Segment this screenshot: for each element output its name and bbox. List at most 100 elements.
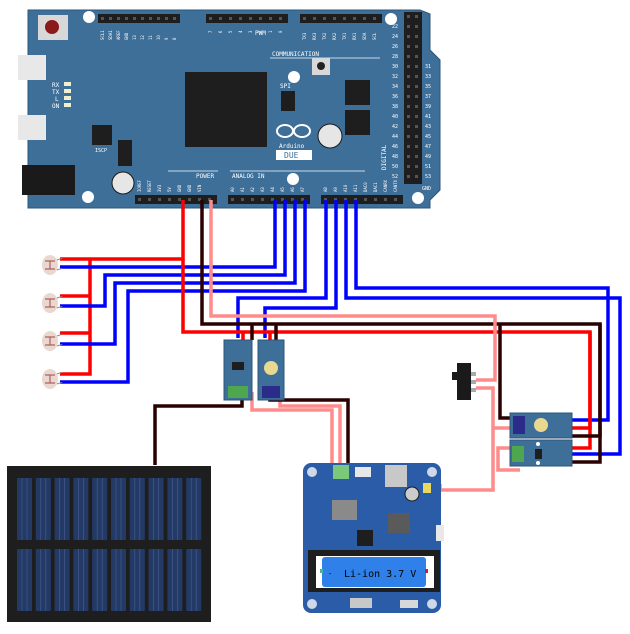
header-pin[interactable]: [125, 17, 128, 20]
header-pin[interactable]: [141, 17, 144, 20]
header-pin[interactable]: [407, 65, 410, 68]
header-pin[interactable]: [149, 17, 152, 20]
solar-cell: [35, 549, 51, 611]
header-pin[interactable]: [407, 85, 410, 88]
header-pin[interactable]: [117, 17, 120, 20]
header-pin[interactable]: [415, 15, 418, 18]
header-pin[interactable]: [415, 125, 418, 128]
header-pin[interactable]: [407, 55, 410, 58]
header-pin[interactable]: [415, 55, 418, 58]
header-pin[interactable]: [374, 198, 377, 201]
header-pin[interactable]: [364, 198, 367, 201]
header-pin[interactable]: [251, 198, 254, 201]
iscp-chip: [92, 125, 112, 145]
header-pin[interactable]: [407, 115, 410, 118]
header-pin[interactable]: [344, 198, 347, 201]
header-pin[interactable]: [109, 17, 112, 20]
pin-label: A8: [323, 187, 328, 192]
header-pin[interactable]: [279, 17, 282, 20]
header-pin[interactable]: [231, 198, 234, 201]
header-pin[interactable]: [291, 198, 294, 201]
header-pin[interactable]: [415, 145, 418, 148]
pin-label: A6: [290, 187, 295, 192]
pin-label: 33: [425, 74, 431, 80]
header-pin[interactable]: [415, 105, 418, 108]
header-pin[interactable]: [101, 17, 104, 20]
header-pin[interactable]: [415, 135, 418, 138]
header-pin[interactable]: [271, 198, 274, 201]
battery-switch[interactable]: [400, 600, 418, 608]
header-pin[interactable]: [407, 165, 410, 168]
header-pin[interactable]: [178, 198, 181, 201]
pin-label: CANTX: [393, 179, 398, 192]
header-pin[interactable]: [415, 75, 418, 78]
header-pin[interactable]: [407, 75, 410, 78]
header-pin[interactable]: [324, 198, 327, 201]
header-pin[interactable]: [249, 17, 252, 20]
header-pin[interactable]: [415, 115, 418, 118]
header-pin[interactable]: [415, 95, 418, 98]
header-pin[interactable]: [407, 125, 410, 128]
header-pin[interactable]: [229, 17, 232, 20]
pin-label: A7: [300, 187, 305, 192]
header-pin[interactable]: [334, 198, 337, 201]
header-pin[interactable]: [313, 17, 316, 20]
header-pin[interactable]: [415, 165, 418, 168]
header-pin[interactable]: [407, 15, 410, 18]
header-pin[interactable]: [261, 198, 264, 201]
header-pin[interactable]: [407, 25, 410, 28]
header-pin[interactable]: [165, 17, 168, 20]
header-pin[interactable]: [353, 17, 356, 20]
header-pin[interactable]: [384, 198, 387, 201]
slide-switch[interactable]: [452, 363, 476, 400]
solar-cell: [129, 549, 145, 611]
usb-port-native: [18, 55, 46, 80]
pin-label: 5V: [167, 187, 172, 192]
header-pin[interactable]: [407, 135, 410, 138]
header-pin[interactable]: [354, 198, 357, 201]
header-pin[interactable]: [241, 198, 244, 201]
header-pin[interactable]: [148, 198, 151, 201]
header-pin[interactable]: [269, 17, 272, 20]
potentiometer[interactable]: [534, 418, 548, 432]
header-pin[interactable]: [281, 198, 284, 201]
header-pin[interactable]: [173, 17, 176, 20]
header-pin[interactable]: [415, 45, 418, 48]
header-pin[interactable]: [323, 17, 326, 20]
header-pin[interactable]: [407, 45, 410, 48]
solar-cell: [186, 478, 202, 540]
header-pin[interactable]: [168, 198, 171, 201]
header-pin[interactable]: [208, 198, 211, 201]
header-pin[interactable]: [138, 198, 141, 201]
potentiometer[interactable]: [264, 361, 278, 375]
header-pin[interactable]: [415, 35, 418, 38]
header-pin[interactable]: [219, 17, 222, 20]
header-pin[interactable]: [259, 17, 262, 20]
header-pin[interactable]: [415, 25, 418, 28]
header-pin[interactable]: [333, 17, 336, 20]
header-pin[interactable]: [407, 145, 410, 148]
header-pin[interactable]: [157, 17, 160, 20]
header-pin[interactable]: [407, 155, 410, 158]
header-pin[interactable]: [301, 198, 304, 201]
header-pin[interactable]: [373, 17, 376, 20]
header-pin[interactable]: [407, 105, 410, 108]
header-pin[interactable]: [343, 17, 346, 20]
pin-label: A1: [240, 187, 245, 192]
header-pin[interactable]: [239, 17, 242, 20]
header-pin[interactable]: [407, 35, 410, 38]
header-pin[interactable]: [407, 175, 410, 178]
header-pin[interactable]: [188, 198, 191, 201]
header-pin[interactable]: [394, 198, 397, 201]
header-pin[interactable]: [303, 17, 306, 20]
header-pin[interactable]: [407, 95, 410, 98]
header-pin[interactable]: [209, 17, 212, 20]
header-pin[interactable]: [415, 175, 418, 178]
header-pin[interactable]: [198, 198, 201, 201]
header-pin[interactable]: [415, 65, 418, 68]
header-pin[interactable]: [158, 198, 161, 201]
header-pin[interactable]: [363, 17, 366, 20]
header-pin[interactable]: [415, 155, 418, 158]
header-pin[interactable]: [415, 85, 418, 88]
header-pin[interactable]: [133, 17, 136, 20]
